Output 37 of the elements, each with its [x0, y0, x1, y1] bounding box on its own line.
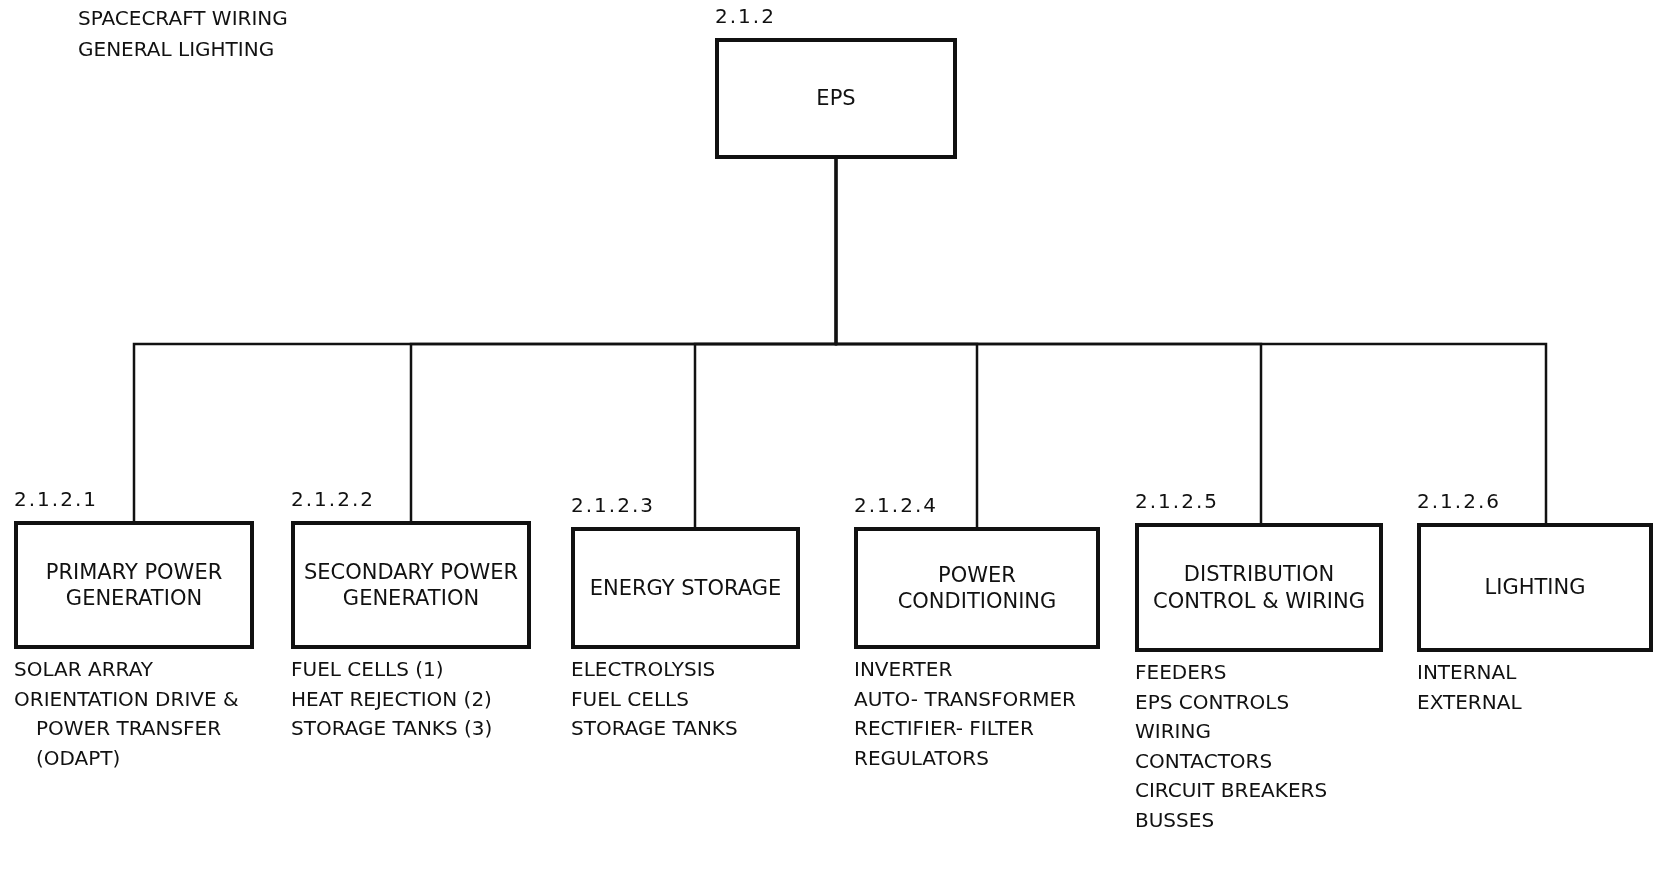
component-item: INVERTER — [854, 656, 953, 683]
note-text: GENERAL LIGHTING — [78, 37, 275, 61]
section-number: 2.1.2.6 — [1417, 489, 1501, 513]
note-text: SPACECRAFT WIRING — [78, 6, 288, 30]
component-item: STORAGE TANKS (3) — [291, 715, 493, 742]
component-item: FUEL CELLS — [571, 685, 689, 713]
section-number: 2.1.2.1 — [14, 487, 98, 511]
component-item: FUEL CELLS (1) — [291, 656, 444, 683]
component-item: CONTACTORS — [1135, 747, 1273, 775]
component-item: ORIENTATION DRIVE & POWER TRANSFER (ODAPT) — [14, 685, 240, 772]
section-number: 2.1.2.4 — [854, 493, 938, 517]
process-box: PRIMARY POWER GENERATION — [14, 521, 254, 649]
process-box: ENERGY STORAGE — [571, 527, 800, 649]
section-number: 2.1.2.2 — [291, 487, 375, 511]
section-number: 2.1.2.3 — [571, 493, 655, 517]
component-item: FEEDERS — [1135, 659, 1227, 686]
component-item: EXTERNAL — [1417, 688, 1522, 716]
component-item: BUSSES — [1135, 806, 1215, 834]
process-box: LIGHTING — [1417, 523, 1653, 652]
component-item: AUTO- TRANSFORMER — [854, 685, 1076, 713]
connector-line — [834, 159, 1548, 523]
component-item: RECTIFIER- FILTER — [854, 715, 1034, 742]
component-item: REGULATORS — [854, 744, 989, 772]
component-item: INTERNAL — [1417, 659, 1517, 686]
component-item: HEAT REJECTION (2) — [291, 685, 492, 713]
component-item: EPS CONTROLS — [1135, 688, 1290, 716]
process-box: POWER CONDITIONING — [854, 527, 1100, 649]
component-item: SOLAR ARRAY — [14, 656, 153, 683]
component-item: WIRING — [1135, 718, 1211, 745]
component-item: ELECTROLYSIS — [571, 656, 716, 683]
component-item: STORAGE TANKS — [571, 715, 738, 742]
process-box: DISTRIBUTION CONTROL & WIRING — [1135, 523, 1383, 652]
component-item: CIRCUIT BREAKERS — [1135, 777, 1328, 804]
process-box: EPS — [715, 38, 957, 159]
section-number: 2.1.2.5 — [1135, 489, 1219, 513]
process-box: SECONDARY POWER GENERATION — [291, 521, 531, 649]
section-number: 2.1.2 — [715, 4, 776, 28]
